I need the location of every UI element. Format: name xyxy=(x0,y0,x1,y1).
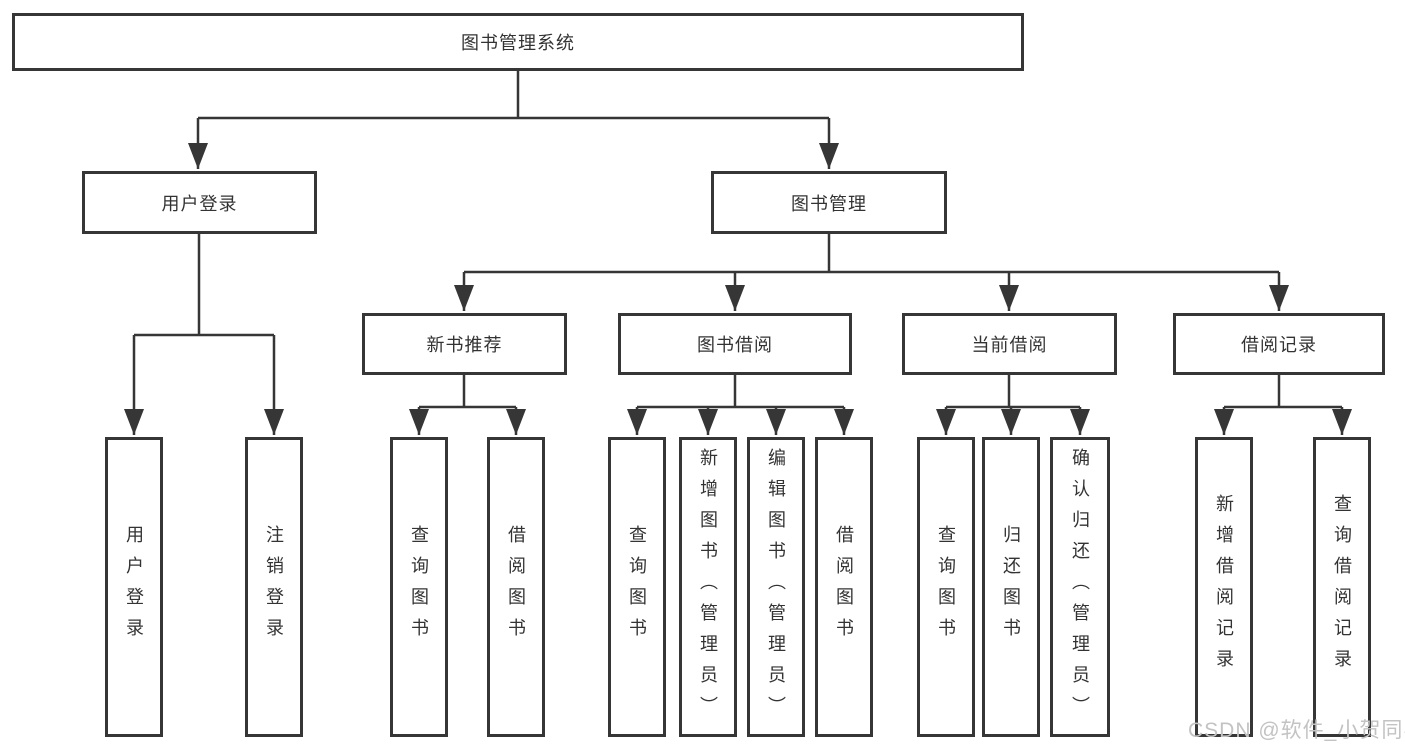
leaf-return-books-label: 归还图书 xyxy=(1001,525,1021,649)
leaf-add-book-admin-label: 新增图书（管理员） xyxy=(698,447,718,727)
node-user-login-label: 用户登录 xyxy=(161,193,238,214)
node-new-book-recommend-label: 新书推荐 xyxy=(426,335,503,355)
node-new-book-recommend: 新书推荐 xyxy=(362,313,567,375)
leaf-logout-label: 注销登录 xyxy=(264,525,284,649)
leaf-return-books: 归还图书 xyxy=(982,437,1040,737)
leaf-add-borrow-record-label: 新增借阅记录 xyxy=(1214,494,1234,680)
leaf-add-borrow-record: 新增借阅记录 xyxy=(1195,437,1253,737)
leaf-query-books-recommend-label: 查询图书 xyxy=(409,525,429,649)
leaf-user-login: 用户登录 xyxy=(105,437,163,737)
node-library-system-label: 图书管理系统 xyxy=(461,33,575,53)
leaf-query-borrow-record: 查询借阅记录 xyxy=(1313,437,1371,737)
leaf-query-books-recommend: 查询图书 xyxy=(390,437,448,737)
leaf-confirm-return-admin: 确认归还（管理员） xyxy=(1050,437,1110,737)
leaf-borrow-books-recommend: 借阅图书 xyxy=(487,437,545,737)
leaf-query-books-current-label: 查询图书 xyxy=(936,525,956,649)
leaf-logout: 注销登录 xyxy=(245,437,303,737)
leaf-edit-book-admin-label: 编辑图书（管理员） xyxy=(766,447,786,727)
node-borrowing-records: 借阅记录 xyxy=(1173,313,1385,375)
leaf-query-books-current: 查询图书 xyxy=(917,437,975,737)
leaf-borrow-books-label: 借阅图书 xyxy=(834,525,854,649)
node-borrowing-records-label: 借阅记录 xyxy=(1241,335,1317,355)
node-book-borrowing: 图书借阅 xyxy=(618,313,852,375)
node-current-borrowing: 当前借阅 xyxy=(902,313,1117,375)
watermark: CSDN @软件_小贺同学 xyxy=(1188,719,1405,742)
node-user-login: 用户登录 xyxy=(82,171,317,234)
leaf-borrow-books-recommend-label: 借阅图书 xyxy=(506,525,526,649)
leaf-query-books-borrowing-label: 查询图书 xyxy=(627,525,647,649)
node-book-management-label: 图书管理 xyxy=(791,193,867,214)
leaf-borrow-books: 借阅图书 xyxy=(815,437,873,737)
node-current-borrowing-label: 当前借阅 xyxy=(971,335,1048,355)
leaf-query-books-borrowing: 查询图书 xyxy=(608,437,666,737)
leaf-query-borrow-record-label: 查询借阅记录 xyxy=(1332,494,1352,680)
leaf-add-book-admin: 新增图书（管理员） xyxy=(679,437,737,737)
leaf-edit-book-admin: 编辑图书（管理员） xyxy=(747,437,805,737)
node-book-management: 图书管理 xyxy=(711,171,947,234)
node-book-borrowing-label: 图书借阅 xyxy=(697,335,773,355)
leaf-user-login-label: 用户登录 xyxy=(124,525,144,649)
node-library-system: 图书管理系统 xyxy=(12,13,1024,71)
leaf-confirm-return-admin-label: 确认归还（管理员） xyxy=(1070,447,1090,727)
